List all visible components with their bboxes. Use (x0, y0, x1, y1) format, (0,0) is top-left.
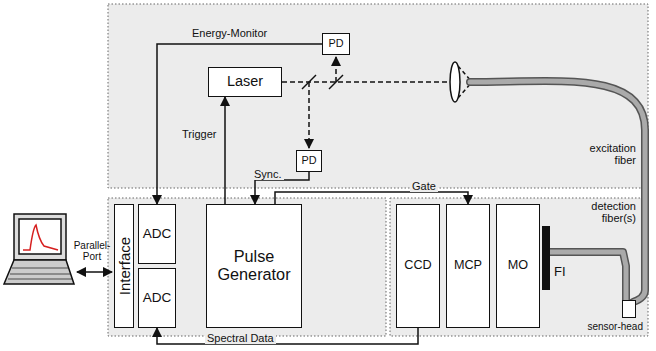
fiber-label: excitation fiber (582, 142, 636, 166)
ccd-box: CCD (396, 204, 440, 328)
node-text: PD (323, 34, 349, 54)
signal-label: Trigger (180, 128, 218, 140)
node-text: PD (297, 151, 321, 171)
adc-box: ADC (138, 204, 176, 264)
pulse-generator-box: Pulse Generator (206, 204, 302, 328)
node-text: sensor-head (587, 321, 643, 332)
detection-fiber (550, 252, 626, 300)
node-text: CCD (397, 205, 439, 327)
node-text: Laser (209, 68, 281, 96)
sensor-head-box: sensor-head (622, 300, 636, 318)
node-text: Interface (116, 237, 133, 295)
lens (450, 62, 460, 102)
node-text: Pulse Generator (207, 205, 301, 327)
interface-box: Interface (114, 204, 134, 328)
node-text: ADC (139, 205, 175, 263)
signal-line (275, 192, 468, 204)
adc-box: ADC (138, 268, 176, 328)
detection-fiber-core (550, 252, 626, 300)
detector-panel (390, 198, 648, 336)
laser-panel (108, 4, 648, 188)
parallel-port-link (77, 271, 112, 273)
node-text: ADC (139, 269, 175, 327)
node-text: FI (554, 264, 566, 279)
signal-line (157, 328, 418, 344)
signal-label: Gate (410, 180, 438, 192)
signal-line (157, 44, 322, 204)
fiber-interface-bar: FI (542, 226, 550, 290)
photodiode-box: PD (322, 33, 350, 55)
fiber-label: detection fiber(s) (582, 200, 636, 224)
laptop-icon (4, 214, 74, 284)
port-label: Parallel-Port (72, 240, 112, 262)
signal-label: Sync. (252, 168, 284, 180)
mcp-box: MCP (446, 204, 490, 328)
laser-beam (282, 57, 472, 148)
photodiode-box: PD (296, 150, 322, 172)
signal-label: Energy-Monitor (190, 27, 269, 39)
signal-label: Spectral Data (205, 332, 276, 344)
electronics-panel (108, 198, 386, 336)
signal-line (224, 97, 226, 204)
mo-box: MO (496, 204, 540, 328)
node-text: MCP (447, 205, 489, 327)
node-text: MO (497, 205, 539, 327)
laser-box: Laser (208, 67, 282, 97)
